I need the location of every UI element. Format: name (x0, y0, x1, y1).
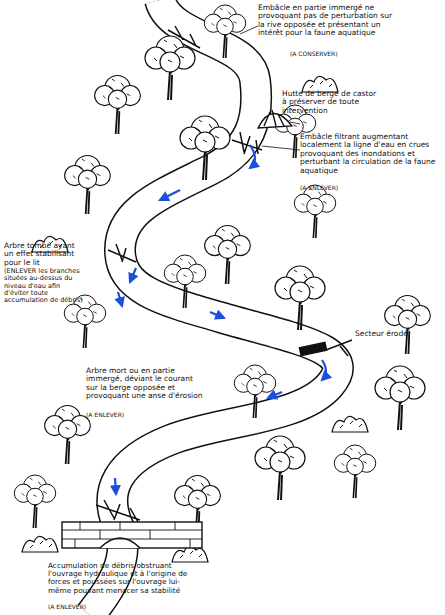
callout-text: Accumulation de débris obstruant l'ouvra… (48, 562, 198, 595)
callout-text: Arbre mort ou en partie immergé, déviant… (86, 367, 206, 401)
flow-arrows (115, 145, 326, 494)
callout-text: (ENLEVER les branches situées au-dessus … (4, 268, 86, 304)
bridge (62, 522, 202, 548)
callout-text: (A ENLEVER) (300, 185, 380, 192)
callout-text: (A ENLEVER) (86, 412, 166, 419)
callout-text: Secteur érodé (355, 330, 435, 338)
callout-text: (A ENLEVER) (48, 604, 128, 611)
trees (14, 5, 430, 562)
callout-text: (A CONSERVER) (290, 51, 370, 58)
callout-text: Embâcle filtrant augmentant localement l… (300, 133, 442, 175)
callout-text: Hutte de berge de castor à préserver de … (282, 90, 382, 115)
callout-text: Embâcle en partie immergé ne provoquant … (258, 4, 393, 38)
callout-text: Arbre tombé ayant un effet stabilisant p… (4, 242, 86, 267)
leader-lines (240, 26, 300, 150)
